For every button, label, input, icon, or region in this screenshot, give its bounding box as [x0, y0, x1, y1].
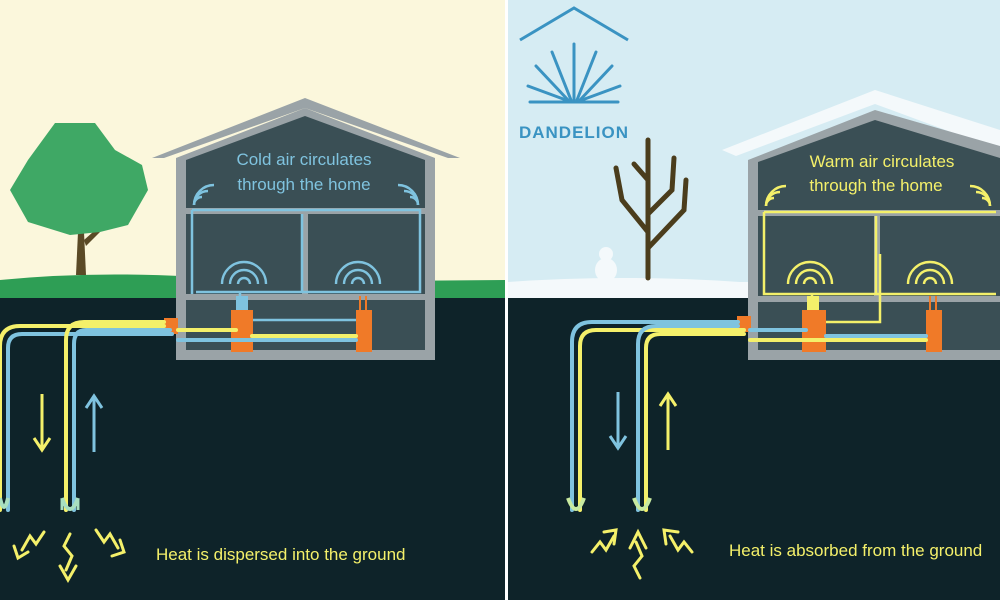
summer-house-caption-line1: Cold air circulates: [236, 150, 371, 169]
arrow-down-icon: [32, 394, 52, 453]
heat-absorption-icons: [590, 528, 694, 580]
water-tank-unit-winter: [926, 310, 942, 352]
snowman-icon: [595, 247, 617, 282]
winter-vent-icons: [764, 184, 992, 285]
summer-ground-loop: [0, 320, 358, 512]
logo-sunburst-icon: [526, 42, 622, 104]
dandelion-logo: DANDELION: [519, 6, 629, 142]
heat-pump-outlet: [236, 296, 248, 310]
brand-name: DANDELION: [519, 123, 629, 142]
summer-ducts: [190, 208, 422, 322]
winter-house-caption-line1: Warm air circulates: [810, 152, 955, 171]
bare-tree-icon: [613, 137, 689, 281]
tree-icon: [10, 123, 148, 275]
winter-ground-caption: Heat is absorbed from the ground: [729, 541, 982, 560]
heat-dispersal-icons: [12, 528, 126, 584]
winter-ground-loop: [570, 320, 928, 512]
arrow-down-icon: [608, 392, 628, 451]
summer-panel: Cold air circulates through the home: [0, 0, 505, 584]
summer-ground-caption: Heat is dispersed into the ground: [156, 545, 406, 564]
arrow-up-icon: [658, 391, 678, 450]
summer-vent-icons: [192, 183, 420, 285]
summer-house-caption-line2: through the home: [237, 175, 370, 194]
arrow-up-icon: [84, 393, 104, 452]
heat-pump-outlet-winter: [807, 296, 819, 310]
logo-roof-icon: [519, 6, 629, 42]
panel-divider: [505, 0, 508, 600]
winter-house-caption-line2: through the home: [809, 176, 942, 195]
summer-flow-arrows: [32, 393, 104, 453]
water-tank-unit: [356, 310, 372, 352]
winter-panel: DANDELION Warm air circulates through th…: [508, 0, 1000, 600]
winter-flow-arrows: [608, 391, 678, 451]
